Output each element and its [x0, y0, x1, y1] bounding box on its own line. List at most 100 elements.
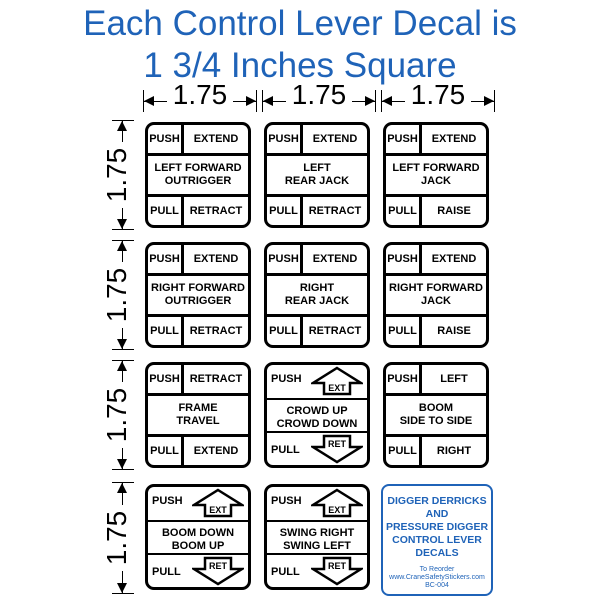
- decal-function-line-1: CROWD UP: [286, 405, 348, 417]
- info-heading-line-3: PRESSURE DIGGER: [385, 521, 489, 533]
- decal-function-line-2: SIDE TO SIDE: [399, 415, 473, 427]
- decal-push-label: PUSH: [148, 365, 184, 393]
- top-dimension-col-1: 1.75: [143, 79, 257, 112]
- decal-pull-label: PULL: [271, 566, 300, 578]
- decal-function-line-1: RIGHT: [299, 282, 335, 294]
- decal-function-line-1: BOOM: [418, 402, 454, 414]
- decal-top-action: EXTEND: [312, 133, 358, 145]
- decal-top-action: LEFT: [440, 373, 468, 385]
- left-dimension-label: 1.75: [101, 504, 132, 572]
- decal-bottom-action: EXTEND: [193, 445, 239, 457]
- decal-pull-label: PULL: [148, 317, 184, 345]
- decal-push-label: PUSH: [152, 495, 183, 507]
- decal-pull-label: PULL: [152, 566, 181, 578]
- decal-function-line-2: REAR JACK: [284, 175, 350, 187]
- decal-function-line-1: BOOM DOWN: [161, 527, 235, 539]
- decal-top-action: RETRACT: [189, 373, 243, 385]
- decal-pull-label: PULL: [267, 317, 303, 345]
- decal-push-label: PUSH: [386, 245, 422, 273]
- decal-pull-label: PULL: [271, 444, 300, 456]
- decal-function-line-1: SWING RIGHT: [279, 527, 355, 539]
- arrow-up-icon: EXT: [192, 488, 244, 518]
- decal-function-line-1: LEFT: [303, 162, 331, 174]
- decal-bottom-action: RAISE: [437, 325, 471, 337]
- arrow-down-label: RET: [209, 561, 228, 571]
- decal-function-line-2: JACK: [421, 175, 451, 187]
- info-heading-line-2: AND: [425, 508, 449, 520]
- decal-push-label: PUSH: [148, 125, 184, 153]
- decal-push-label: PUSH: [271, 495, 302, 507]
- decal-function-line-1: RIGHT FORWARD: [389, 282, 483, 294]
- info-heading-line-4: CONTROL LEVER: [392, 534, 482, 546]
- left-dimension-label: 1.75: [101, 381, 132, 449]
- arrow-up-label: EXT: [328, 383, 346, 393]
- decal-bottom-action: RETRACT: [189, 205, 243, 217]
- decal-function-line-1: LEFT FORWARD: [154, 162, 242, 174]
- info-product-code: BC-004: [425, 582, 449, 589]
- decal-function-line-2: JACK: [421, 295, 451, 307]
- decal-pull-label: PULL: [148, 437, 184, 465]
- decal-push-label: PUSH: [271, 373, 302, 385]
- decal-push-label: PUSH: [386, 125, 422, 153]
- top-dimension-col-3: 1.75: [381, 79, 495, 112]
- decal-push-label: PUSH: [386, 365, 422, 393]
- decal-function-line-2: BOOM UP: [171, 540, 225, 552]
- arrow-up-label: EXT: [328, 505, 346, 515]
- decal-pull-label: PULL: [148, 197, 184, 225]
- left-dimension-row-2: 1.75: [100, 240, 136, 350]
- top-dimension-label: 1.75: [166, 79, 234, 110]
- decal-top-action: EXTEND: [431, 253, 477, 265]
- decal-push-label: PUSH: [148, 245, 184, 273]
- arrow-down-label: RET: [328, 439, 347, 449]
- decal-top-action: EXTEND: [431, 133, 477, 145]
- decal-pull-label: PULL: [267, 197, 303, 225]
- decal-function-line-1: LEFT FORWARD: [392, 162, 480, 174]
- decal-function-line-2: SWING LEFT: [283, 540, 351, 552]
- decal-bottom-action: RETRACT: [308, 325, 362, 337]
- decal-pull-label: PULL: [386, 437, 422, 465]
- decal-function-line-2: OUTRIGGER: [164, 175, 232, 187]
- left-dimension-label: 1.75: [101, 261, 132, 329]
- info-reorder-text: To Reorder: [419, 566, 455, 573]
- decal-push-label: PUSH: [267, 245, 303, 273]
- info-website: www.CraneSafetyStickers.com: [389, 574, 485, 581]
- top-dimension-label: 1.75: [285, 79, 353, 110]
- info-heading-line-5: DECALS: [415, 547, 459, 559]
- arrow-down-label: RET: [328, 561, 347, 571]
- decal-push-label: PUSH: [267, 125, 303, 153]
- decal-function-line-1: FRAME: [178, 402, 218, 414]
- decal-function-line-2: OUTRIGGER: [164, 295, 232, 307]
- decal-bottom-action: RIGHT: [436, 445, 472, 457]
- left-dimension-label: 1.75: [101, 141, 132, 209]
- decal-bottom-action: RETRACT: [308, 205, 362, 217]
- arrow-up-icon: EXT: [311, 366, 363, 396]
- decal-bottom-action: RETRACT: [189, 325, 243, 337]
- decal-bottom-action: RAISE: [437, 205, 471, 217]
- arrow-down-icon: RET: [192, 556, 244, 586]
- decal-top-action: EXTEND: [193, 133, 239, 145]
- arrow-up-label: EXT: [209, 505, 227, 515]
- left-dimension-row-4: 1.75: [100, 482, 136, 594]
- left-dimension-row-3: 1.75: [100, 360, 136, 470]
- left-dimension-row-1: 1.75: [100, 120, 136, 230]
- info-heading-line-1: DIGGER DERRICKS: [387, 495, 487, 507]
- arrow-up-icon: EXT: [311, 488, 363, 518]
- decal-function-line-1: RIGHT FORWARD: [151, 282, 245, 294]
- page-title-line-2: 1 3/4 Inches Square: [143, 46, 457, 85]
- top-dimension-col-2: 1.75: [262, 79, 376, 112]
- decal-pull-label: PULL: [386, 317, 422, 345]
- arrow-down-icon: RET: [311, 556, 363, 586]
- decal-top-action: EXTEND: [193, 253, 239, 265]
- page-title-line-1: Each Control Lever Decal is: [83, 4, 517, 43]
